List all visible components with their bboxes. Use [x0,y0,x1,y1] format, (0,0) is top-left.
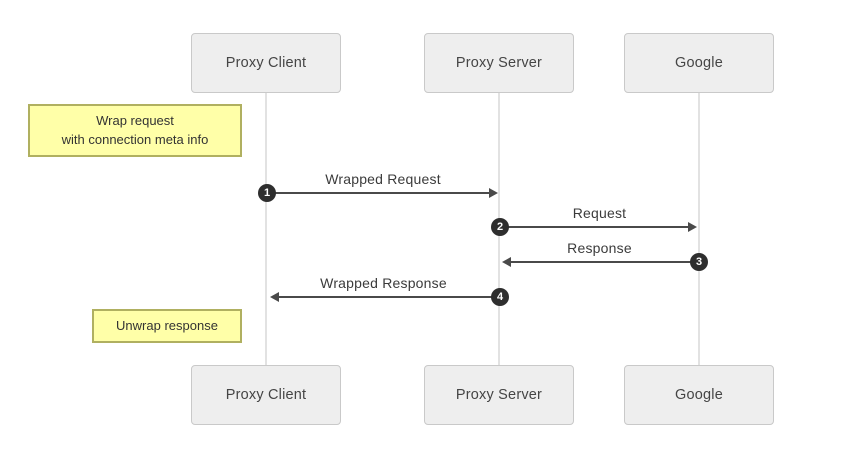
actor-label: Google [675,55,723,71]
message-line-4 [279,296,500,298]
actor-proxy-server-top: Proxy Server [424,33,574,93]
message-line-1 [267,192,491,194]
note-wrap-request: Wrap request with connection meta info [28,104,242,157]
message-label-response: Response [567,240,632,256]
actor-proxy-server-bottom: Proxy Server [424,365,574,425]
actor-label: Proxy Client [225,55,307,71]
message-label-wrapped-request: Wrapped Request [325,171,441,187]
message-line-3 [511,261,699,263]
actor-proxy-client-bottom: Proxy Client [191,365,341,425]
arrowhead-left-icon [502,257,511,267]
lifeline-google [698,93,700,365]
step-badge-2: 2 [491,218,509,236]
lifeline-proxy-client [265,93,267,365]
arrowhead-right-icon [489,188,498,198]
message-line-2 [500,226,690,228]
step-badge-1: 1 [258,184,276,202]
actor-google-top: Google [624,33,774,93]
actor-label: Proxy Client [225,387,307,403]
actor-label: Google [675,387,723,403]
actor-label: Proxy Server [455,387,543,403]
message-label-wrapped-response: Wrapped Response [320,275,447,291]
message-label-request: Request [572,205,627,221]
note-line: Wrap request [96,112,174,128]
actor-google-bottom: Google [624,365,774,425]
step-badge-4: 4 [491,288,509,306]
note-line: with connection meta info [61,131,209,147]
note-line: Unwrap response [116,317,218,333]
arrowhead-right-icon [688,222,697,232]
arrowhead-left-icon [270,292,279,302]
note-unwrap-response: Unwrap response [92,309,242,343]
actor-proxy-client-top: Proxy Client [191,33,341,93]
step-badge-3: 3 [690,253,708,271]
actor-label: Proxy Server [455,55,543,71]
